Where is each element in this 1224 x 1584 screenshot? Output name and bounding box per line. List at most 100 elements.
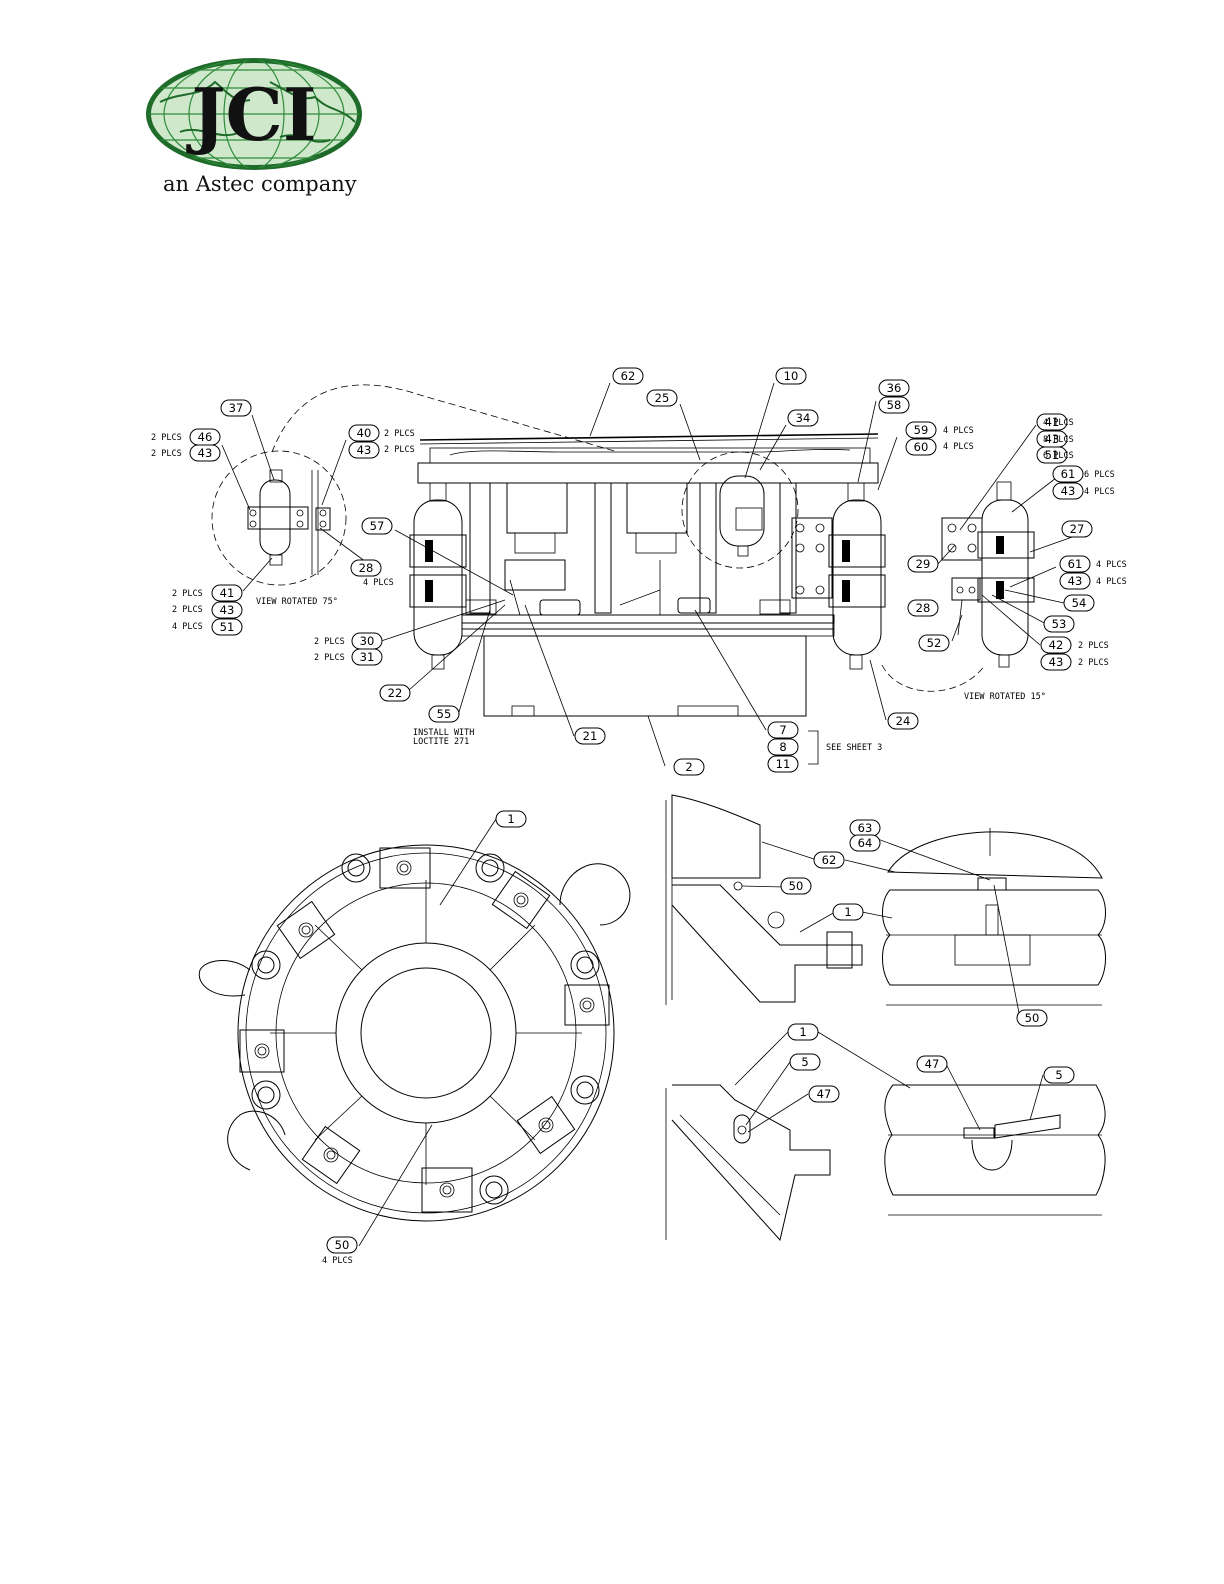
detail-view-rotated-15	[881, 481, 1035, 692]
callout-balloon: 25	[646, 389, 678, 407]
callout-balloon: 47	[916, 1055, 948, 1073]
callout-number: 41	[220, 586, 235, 600]
drawing-note: 8 PLCS	[1043, 435, 1074, 445]
callout-number: 43	[220, 603, 235, 617]
callout-bubble	[907, 555, 939, 573]
callout-number: 57	[370, 519, 385, 533]
callout-balloon: 1	[787, 1023, 819, 1041]
callout-bubble	[379, 684, 411, 702]
callout-number: 8	[779, 740, 786, 754]
callout-bubble	[1061, 520, 1093, 538]
callout-bubble	[878, 396, 910, 414]
callout-balloon: 58	[878, 396, 910, 414]
callout-bubble	[918, 634, 950, 652]
callout-bubble	[326, 1236, 358, 1254]
callout-number: 50	[335, 1238, 350, 1252]
callout-bubble	[495, 810, 527, 828]
callout-balloon: 28	[350, 559, 382, 577]
callout-balloon: 7	[767, 721, 799, 739]
callout-bubble	[905, 438, 937, 456]
callout-number: 62	[822, 853, 837, 867]
callout-bubble	[350, 559, 382, 577]
callout-number: 58	[887, 398, 902, 412]
logo-subtitle: an Astec company	[163, 172, 357, 196]
callout-balloon: 43	[1036, 430, 1068, 448]
callout-balloon: 29	[907, 555, 939, 573]
callout-number: 43	[1049, 655, 1064, 669]
callout-bubble	[780, 877, 812, 895]
drawing-note: 4 PLCS	[1043, 418, 1074, 428]
callout-number: 43	[357, 443, 372, 457]
callout-bubble	[1059, 572, 1091, 590]
callout-balloon: 64	[849, 834, 881, 852]
drawing-note: 4 PLCS	[1084, 487, 1115, 497]
callout-bubble	[211, 618, 243, 636]
callout-number: 63	[858, 821, 873, 835]
callout-number: 47	[817, 1087, 832, 1101]
callout-bubble	[673, 758, 705, 776]
callout-number: 24	[896, 714, 911, 728]
callout-balloon: 50	[326, 1236, 358, 1254]
drawing-note: VIEW ROTATED 75°	[256, 597, 338, 607]
callout-bubble	[211, 601, 243, 619]
callout-balloon: 24	[887, 712, 919, 730]
callout-balloon: 42	[1040, 636, 1072, 654]
callout-bubble	[916, 1055, 948, 1073]
callout-number: 34	[796, 411, 811, 425]
callout-balloon: 43	[1040, 653, 1072, 671]
callout-number: 43	[1068, 574, 1083, 588]
callout-balloon: 22	[379, 684, 411, 702]
drawing-note: 2 PLCS	[151, 449, 182, 459]
callout-bubble	[1036, 413, 1068, 431]
callout-bubble	[1063, 594, 1095, 612]
callout-number: 5	[1055, 1068, 1062, 1082]
callout-bubble	[348, 441, 380, 459]
callout-bubble	[878, 379, 910, 397]
drawing-note: 6 PLCS	[1084, 470, 1115, 480]
drawing-note: 2 PLCS	[172, 605, 203, 615]
section-detail-lower-left	[665, 1084, 831, 1242]
callout-balloon: 59	[905, 421, 937, 439]
callout-number: 29	[916, 557, 931, 571]
drawing-note: 2 PLCS	[1078, 658, 1109, 668]
detail-view-rotated-75	[211, 450, 347, 586]
callout-number: 47	[925, 1057, 940, 1071]
callout-number: 37	[229, 401, 244, 415]
callout-bubble	[907, 599, 939, 617]
callout-bubble	[1036, 446, 1068, 464]
drawing-note: INSTALL WITH	[413, 728, 474, 738]
callout-number: 61	[1061, 467, 1076, 481]
drawing-note: SEE SHEET 3	[826, 743, 882, 753]
callout-number: 61	[1068, 557, 1083, 571]
callout-bubble	[574, 727, 606, 745]
callout-balloon: 51	[1036, 446, 1068, 464]
section-detail-upper-right	[882, 828, 1106, 1006]
callout-number: 10	[784, 369, 799, 383]
note-layer: 2 PLCS 2 PLCS 2 PLCS 2 PLCS 4 PLCS 4 PLCS 4 PL…	[151, 418, 1127, 1266]
callout-number: 28	[916, 601, 931, 615]
logo-mark: JCI	[185, 72, 316, 157]
callout-bubble	[849, 834, 881, 852]
callout-bubble	[767, 738, 799, 756]
callout-number: 11	[776, 757, 791, 771]
callout-balloon: 50	[1016, 1009, 1048, 1027]
callout-bubble	[189, 444, 221, 462]
callout-number: 53	[1052, 617, 1067, 631]
plan-view	[198, 844, 631, 1222]
drawing-note: 2 PLCS	[151, 433, 182, 443]
callout-bubble	[428, 705, 460, 723]
callout-number: 50	[789, 879, 804, 893]
leader-lines	[221, 382, 1093, 1247]
callout-bubble	[612, 367, 644, 385]
callout-number: 43	[1045, 432, 1060, 446]
callout-bubble	[832, 903, 864, 921]
drawing-note: 4 PLCS	[322, 1256, 353, 1266]
callout-number: 42	[1049, 638, 1064, 652]
callout-balloon: 30	[351, 632, 383, 650]
callout-balloon: 63	[849, 819, 881, 837]
callout-number: 43	[198, 446, 213, 460]
callout-balloon: 2	[673, 758, 705, 776]
callout-bubble	[813, 851, 845, 869]
callout-balloon: 1	[495, 810, 527, 828]
